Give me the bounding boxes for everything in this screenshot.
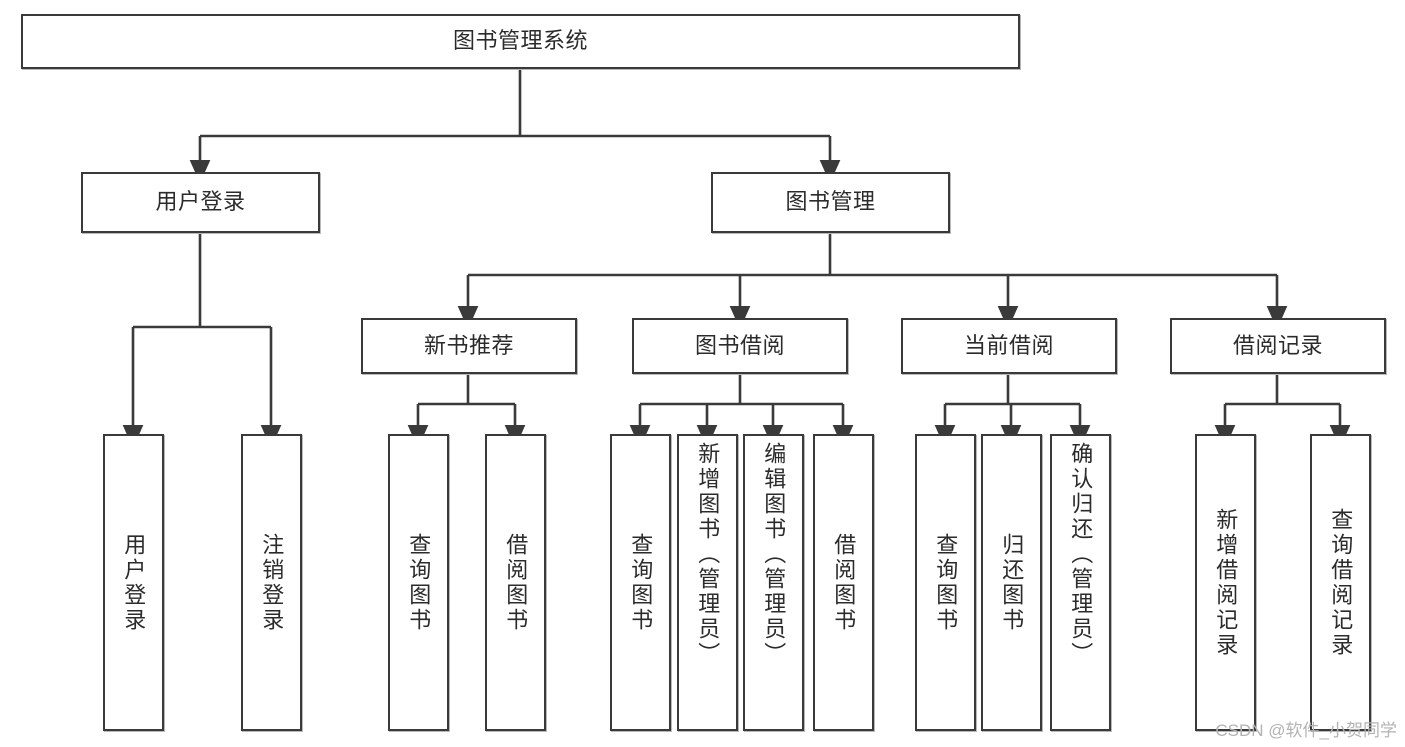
node-leaf-add-book-label: 新增图书（管理员） xyxy=(695,442,721,667)
node-leaf-borrow-book-2[interactable]: 借阅图书 xyxy=(813,434,874,731)
node-leaf-confirm-return-label: 确认归还（管理员） xyxy=(1068,442,1094,667)
node-leaf-return-book-label: 归还图书 xyxy=(999,532,1025,633)
node-leaf-query-book-3[interactable]: 查询图书 xyxy=(915,434,976,731)
node-leaf-query-record-label: 查询借阅记录 xyxy=(1328,507,1354,658)
node-leaf-query-book-2[interactable]: 查询图书 xyxy=(610,434,671,731)
node-leaf-query-book-3-label: 查询图书 xyxy=(933,532,959,633)
connectors xyxy=(122,69,1351,449)
node-user-login[interactable]: 用户登录 xyxy=(81,172,320,233)
node-borrow-record[interactable]: 借阅记录 xyxy=(1170,318,1386,374)
node-leaf-edit-book[interactable]: 编辑图书（管理员） xyxy=(743,434,804,731)
node-new-book-recommend[interactable]: 新书推荐 xyxy=(361,318,577,374)
node-leaf-return-book[interactable]: 归还图书 xyxy=(981,434,1042,731)
node-current-borrow[interactable]: 当前借阅 xyxy=(901,318,1117,374)
node-current-borrow-label: 当前借阅 xyxy=(963,332,1054,358)
node-leaf-add-record-label: 新增借阅记录 xyxy=(1213,507,1239,658)
node-leaf-logout[interactable]: 注销登录 xyxy=(241,434,302,731)
node-leaf-user-login[interactable]: 用户登录 xyxy=(103,434,164,731)
node-book-manage[interactable]: 图书管理 xyxy=(711,172,950,233)
node-root[interactable]: 图书管理系统 xyxy=(21,14,1020,69)
node-leaf-borrow-book-1-label: 借阅图书 xyxy=(503,532,529,633)
node-leaf-logout-label: 注销登录 xyxy=(259,532,285,633)
node-leaf-query-book-1-label: 查询图书 xyxy=(406,532,432,633)
node-user-login-label: 用户登录 xyxy=(155,189,246,215)
node-leaf-confirm-return[interactable]: 确认归还（管理员） xyxy=(1050,434,1111,731)
node-leaf-query-book-1[interactable]: 查询图书 xyxy=(388,434,449,731)
node-leaf-borrow-book-2-label: 借阅图书 xyxy=(831,532,857,633)
node-book-manage-label: 图书管理 xyxy=(785,189,876,215)
node-leaf-borrow-book-1[interactable]: 借阅图书 xyxy=(485,434,546,731)
node-leaf-query-book-2-label: 查询图书 xyxy=(628,532,654,633)
node-book-borrow[interactable]: 图书借阅 xyxy=(632,318,848,374)
node-leaf-user-login-label: 用户登录 xyxy=(121,532,147,633)
node-leaf-edit-book-label: 编辑图书（管理员） xyxy=(761,442,787,667)
node-root-label: 图书管理系统 xyxy=(452,28,588,54)
watermark: CSDN @软件_小贺同学 xyxy=(1215,721,1397,740)
node-book-borrow-label: 图书借阅 xyxy=(694,332,785,358)
node-leaf-add-book[interactable]: 新增图书（管理员） xyxy=(677,434,738,731)
node-leaf-query-record[interactable]: 查询借阅记录 xyxy=(1310,434,1371,731)
node-borrow-record-label: 借阅记录 xyxy=(1232,332,1323,358)
node-leaf-add-record[interactable]: 新增借阅记录 xyxy=(1195,434,1256,731)
node-new-book-recommend-label: 新书推荐 xyxy=(423,332,514,358)
